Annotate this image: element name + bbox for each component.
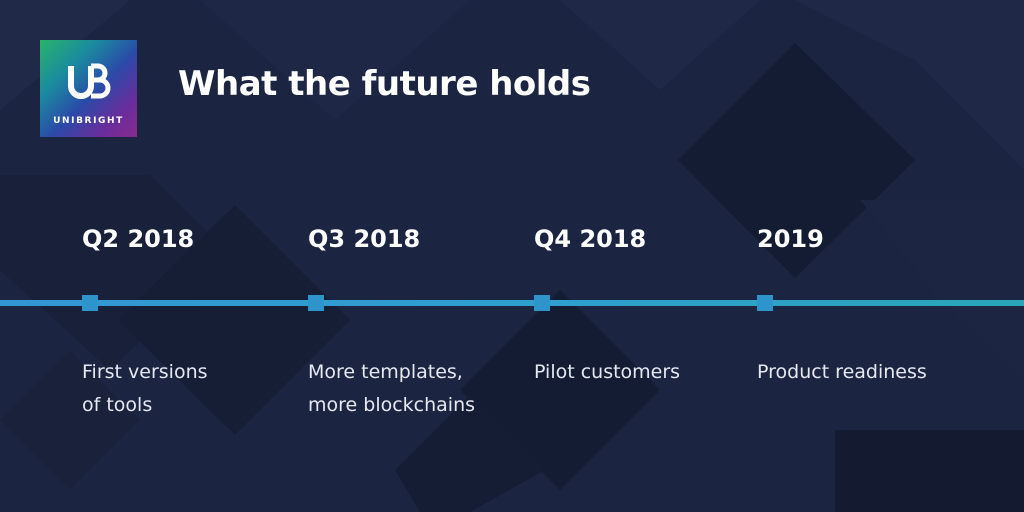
logo-ub-mark-icon [68,63,111,99]
milestone-date: 2019 [757,225,824,253]
milestone-marker [534,295,550,311]
milestone-description: Pilot customers [534,361,681,383]
unibright-logo: UNIBRIGHT [40,40,137,137]
milestone-marker [82,295,98,311]
timeline-line [0,300,1024,306]
milestone-date: Q2 2018 [82,225,195,253]
milestone-marker [757,295,773,311]
milestone-description: More templates, more blockchains [308,361,476,416]
milestone-description: First versions of tools [82,361,208,416]
milestone-description: Product readiness [757,361,927,383]
milestone-date: Q3 2018 [308,225,421,253]
logo-text: UNIBRIGHT [53,116,124,126]
milestone-date: Q4 2018 [534,225,647,253]
page-title: What the future holds [178,64,591,104]
milestone-marker [308,295,324,311]
